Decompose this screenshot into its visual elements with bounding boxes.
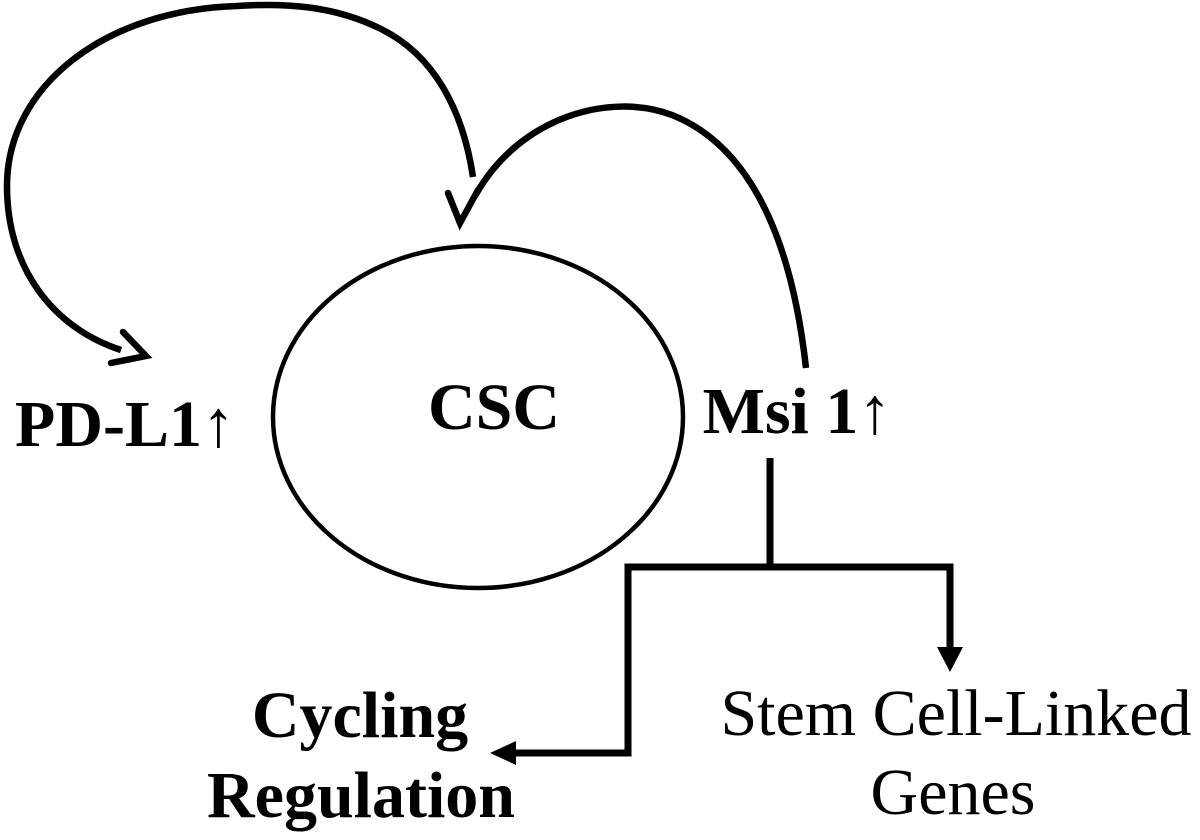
stem-genes-label-line2: Genes <box>871 756 1036 829</box>
arrow-msi1-to-csc-shaft <box>472 103 810 369</box>
arrow-to-stem-genes-head-icon <box>937 647 963 672</box>
arrow-csc-to-pdl1-head-icon <box>107 328 153 367</box>
csc-ellipse <box>270 243 686 591</box>
pdl1-label: PD-L1↑ <box>15 388 235 461</box>
arrow-msi1-to-csc-head-icon <box>444 186 482 231</box>
arrow-csc-to-pdl1-shaft <box>3 1 477 354</box>
msi1-branch-connector <box>498 563 954 757</box>
arrow-to-cycling-head-icon <box>490 741 516 765</box>
csc-label: CSC <box>428 371 560 444</box>
cycling-label-line2: Regulation <box>207 759 515 832</box>
cycling-label-line1: Cycling <box>252 679 468 752</box>
stem-genes-label-line1: Stem Cell-Linked <box>720 677 1191 750</box>
msi1-label: Msi 1↑ <box>703 375 892 448</box>
